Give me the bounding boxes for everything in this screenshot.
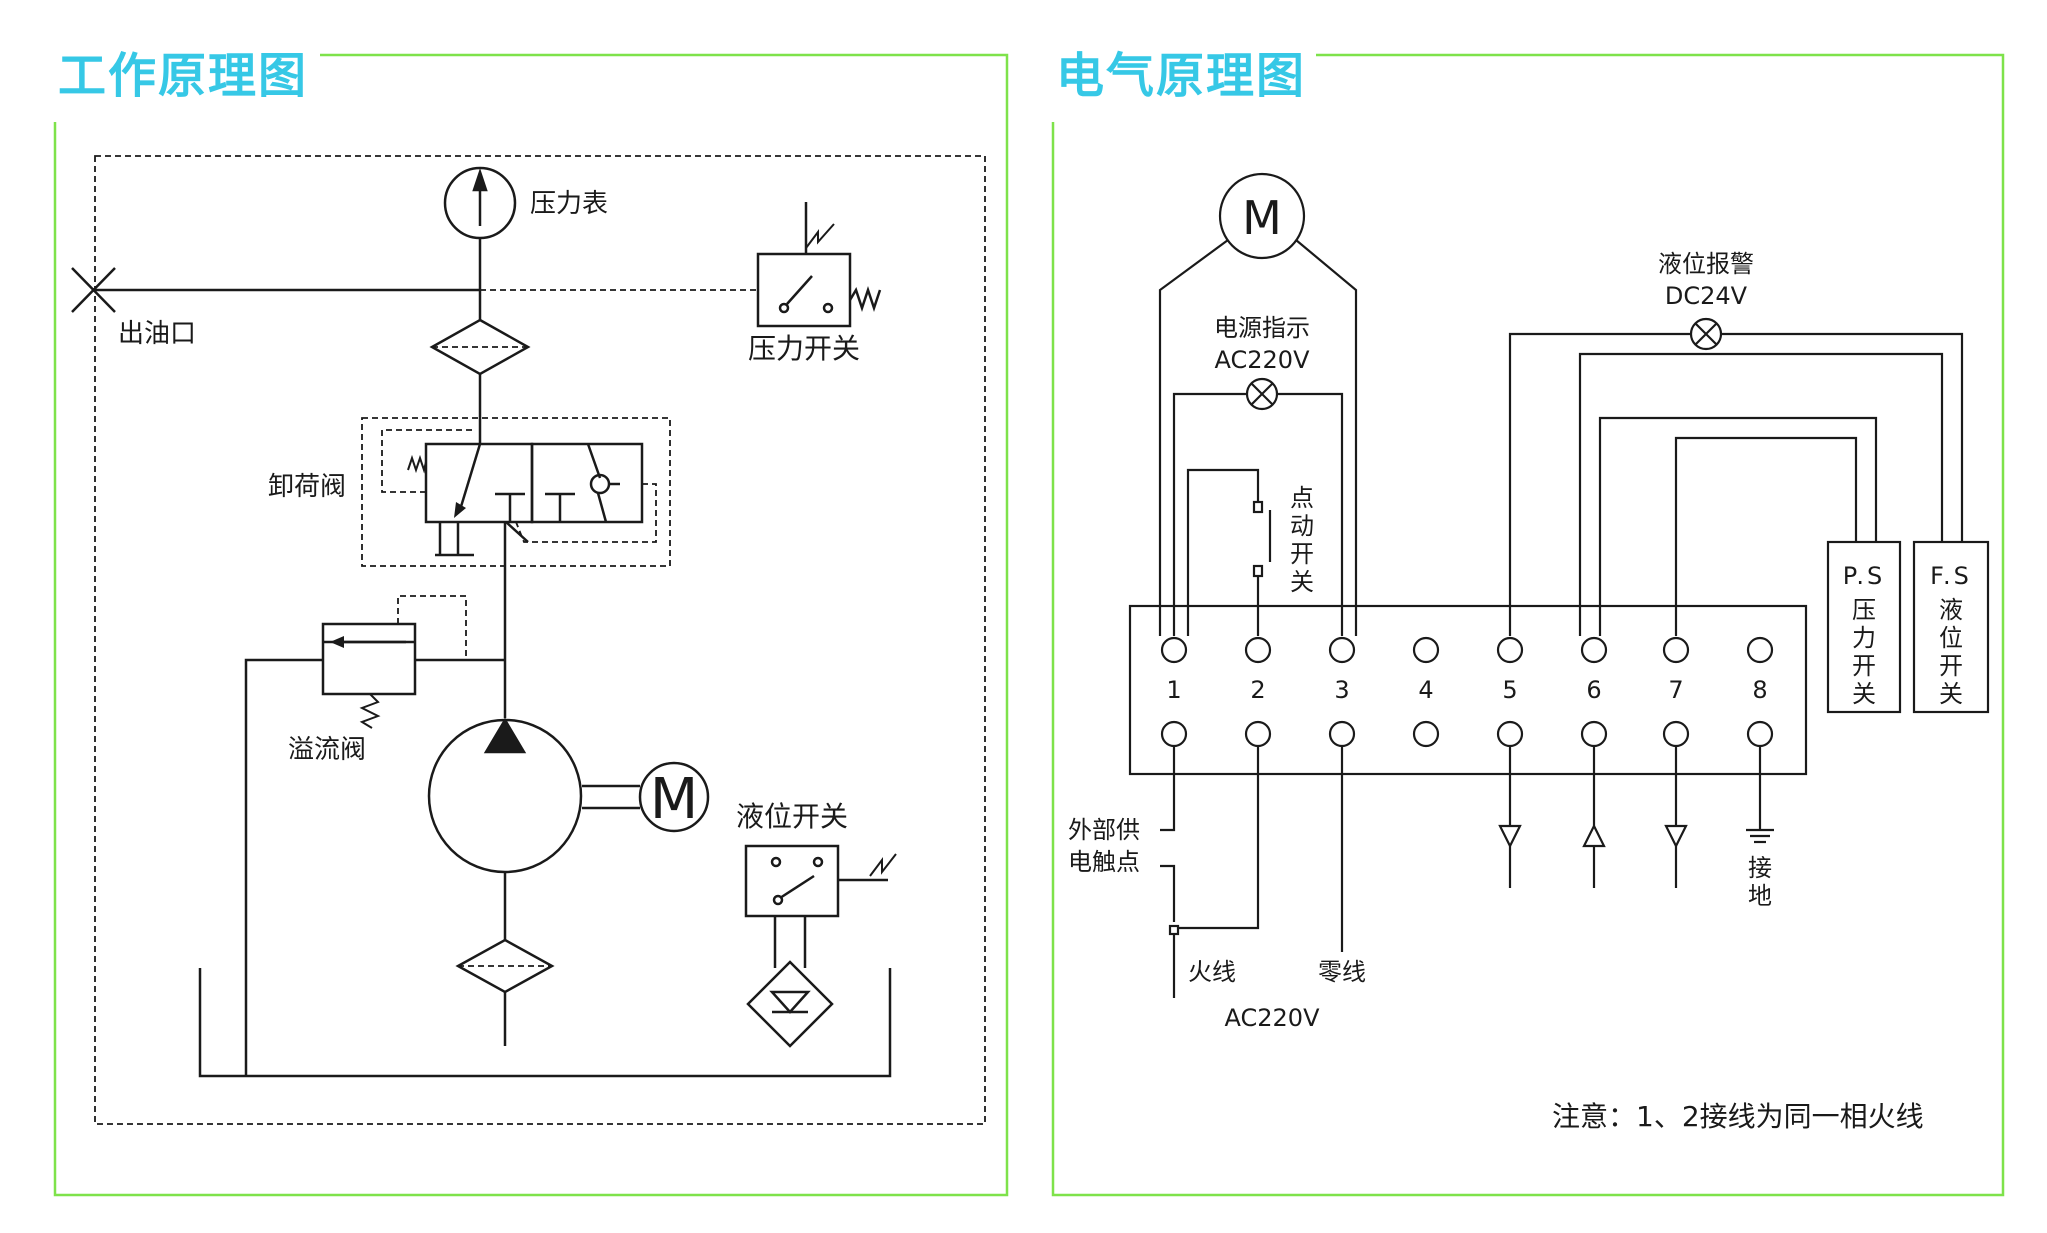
relief-valve-symbol [244,595,505,1076]
svg-text:4: 4 [1418,676,1433,704]
pump-motor-label: M [650,767,698,832]
svg-text:2: 2 [1250,676,1265,704]
svg-text:开: 开 [1852,652,1876,680]
svg-text:关: 关 [1939,680,1963,708]
outer-boundary [94,155,986,1125]
svg-text:外部供: 外部供 [1068,816,1140,844]
svg-text:开: 开 [1290,540,1314,568]
fs-box [1912,540,1990,714]
svg-text:动: 动 [1290,512,1314,540]
svg-text:5: 5 [1502,676,1517,704]
upper-filter-symbol [429,318,531,376]
supply-voltage-label: AC220V [1225,1004,1321,1032]
output-arrow-7 [1664,746,1688,888]
input-arrow-6 [1582,746,1606,888]
neutral-wire-label: 零线 [1318,958,1366,986]
level-alarm-label: 液位报警 [1658,250,1754,278]
pressure-gauge-label: 压力表 [530,189,608,219]
motor-symbol [1218,172,1306,260]
power-indicator-lamp [1245,377,1279,411]
svg-text:8: 8 [1752,676,1767,704]
pressure-gauge-symbol [443,166,517,290]
power-indicator-voltage: AC220V [1215,346,1311,374]
unloading-valve-label: 卸荷阀 [268,472,346,502]
output-arrow-5 [1498,746,1522,888]
tank-symbol [198,968,892,1078]
svg-text:力: 力 [1852,624,1876,652]
terminal-numbers: 1 2 3 4 5 6 7 8 [1166,676,1767,704]
terminal-block [1128,604,1808,776]
ps-title: P.S [1843,562,1886,590]
left-panel-title: 工作原理图 [58,48,309,104]
svg-text:点: 点 [1290,484,1314,512]
suction-filter-symbol [455,938,555,1046]
svg-text:压: 压 [1852,596,1876,624]
ground-label: 接 地 [1748,854,1772,910]
ps-box [1826,540,1902,714]
unloading-valve-symbol [361,417,671,567]
oil-outlet-label: 出油口 [118,319,196,349]
external-contact-label: 外部供 电触点 [1068,816,1140,876]
power-indicator-label: 电源指示 [1214,314,1310,342]
ground-symbol [1746,746,1774,844]
relief-valve-label: 溢流阀 [288,735,366,765]
pump-symbol [427,717,710,940]
svg-text:关: 关 [1290,568,1314,596]
live-wire-label: 火线 [1188,958,1236,986]
jog-switch-label: 点 动 开 关 [1290,484,1314,596]
level-alarm-lamp [1689,317,1723,351]
level-switch-label: 液位开关 [736,800,848,833]
pressure-switch-symbol [756,202,882,328]
fs-desc: 液 位 开 关 [1939,596,1963,708]
svg-text:7: 7 [1668,676,1683,704]
svg-text:电触点: 电触点 [1068,848,1140,876]
electrical-diagram [1128,172,1990,998]
level-alarm-voltage: DC24V [1665,282,1748,310]
svg-text:开: 开 [1939,652,1963,680]
pressure-switch-label: 压力开关 [748,332,860,365]
svg-text:地: 地 [1748,882,1772,910]
level-switch-symbol [744,844,897,1048]
svg-text:1: 1 [1166,676,1181,704]
svg-text:关: 关 [1852,680,1876,708]
wiring-note: 注意：1、2接线为同一相火线 [1552,1100,1924,1133]
right-panel-title: 电气原理图 [1056,48,1307,104]
right-frame [1051,53,2005,1197]
svg-text:接: 接 [1748,854,1772,882]
svg-text:液: 液 [1939,596,1963,624]
left-frame [53,53,1009,1197]
svg-text:位: 位 [1939,624,1963,652]
ps-desc: 压 力 开 关 [1852,596,1876,708]
jog-switch-symbol [1186,468,1272,636]
elec-motor-label: M [1242,191,1282,245]
hydraulic-diagram: M [71,155,986,1125]
fs-title: F.S [1930,562,1972,590]
svg-text:6: 6 [1586,676,1601,704]
svg-text:3: 3 [1334,676,1349,704]
terminal-bottom-row [1160,720,1774,748]
terminal-top-row [1160,636,1774,664]
